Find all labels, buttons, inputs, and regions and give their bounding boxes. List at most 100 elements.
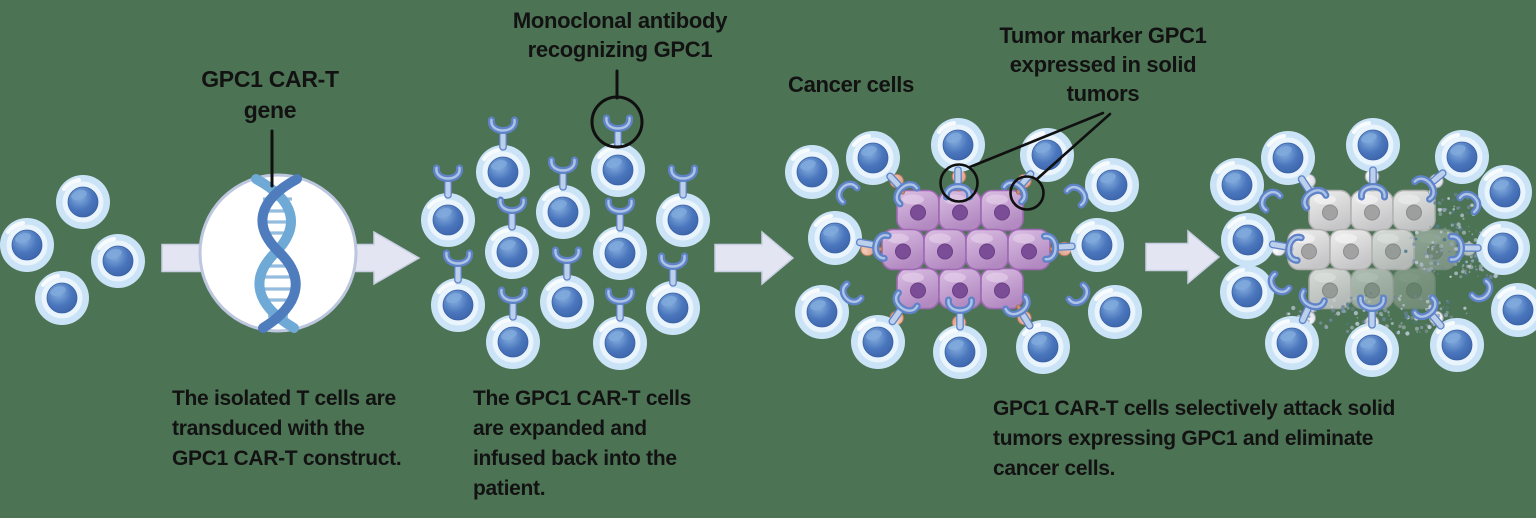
dissolve-particle	[1429, 261, 1433, 265]
dissolve-particle	[1400, 308, 1402, 310]
dissolve-particle	[1291, 306, 1295, 310]
dissolve-particle	[1425, 270, 1428, 273]
dissolve-particle	[1383, 308, 1387, 312]
dissolve-particle	[1363, 314, 1365, 316]
dissolve-particle	[1448, 250, 1451, 253]
dissolve-particle	[1462, 268, 1464, 270]
dissolve-particle	[1332, 298, 1336, 302]
dead-tumor-cell	[1309, 269, 1351, 309]
dissolve-particle	[1426, 300, 1430, 304]
dissolve-particle	[1440, 307, 1443, 310]
dissolve-particle	[1469, 271, 1471, 273]
dissolve-particle	[1420, 326, 1423, 329]
dissolve-particle	[1443, 238, 1447, 242]
dissolve-particle	[1439, 244, 1443, 248]
dissolve-particle	[1423, 268, 1425, 270]
dissolve-particle	[1477, 276, 1479, 278]
dissolve-particle	[1438, 202, 1441, 205]
car-receptor-icon	[608, 201, 631, 231]
dissolve-particle	[1341, 305, 1345, 309]
dissolve-particle	[1450, 242, 1454, 246]
tumor-cell	[897, 191, 939, 231]
dissolve-particle	[1453, 206, 1455, 208]
car-receptor-icon	[555, 250, 578, 280]
dissolve-particle	[1414, 295, 1417, 298]
dissolve-particle	[1442, 318, 1444, 320]
dissolve-particle	[1454, 249, 1455, 250]
dissolve-particle	[1453, 208, 1455, 210]
dissolve-particle	[1471, 260, 1473, 262]
dissolve-particle	[1446, 311, 1449, 314]
dissolve-particle	[1425, 329, 1429, 333]
dissolve-particle	[1458, 206, 1461, 209]
dissolve-particle	[1441, 198, 1444, 201]
car-receptor-icon	[1069, 285, 1091, 307]
dissolve-particle	[1405, 331, 1409, 335]
dissolve-particle	[1449, 212, 1452, 215]
dissolve-particle	[1482, 266, 1483, 267]
dissolve-particle	[1462, 218, 1464, 220]
car-t-cell	[1346, 118, 1400, 172]
dissolve-particle	[1472, 234, 1474, 236]
dissolve-particle	[1350, 326, 1354, 330]
dissolve-particle	[1442, 254, 1444, 256]
car-receptor-icon	[1472, 281, 1494, 303]
dissolve-particle	[1401, 322, 1403, 324]
dissolve-particle	[1462, 231, 1466, 235]
dissolve-particle	[1398, 325, 1402, 329]
dissolve-particle	[1489, 275, 1493, 279]
dissolve-particle	[1433, 247, 1435, 249]
dissolve-particle	[1438, 208, 1442, 212]
dissolve-particle	[1390, 318, 1392, 320]
dissolve-particle	[1388, 314, 1390, 316]
dissolve-particle	[1452, 198, 1455, 201]
dissolve-particle	[1437, 265, 1439, 267]
dissolve-particle	[1351, 307, 1355, 311]
car-t-cell	[593, 226, 647, 280]
dissolve-particle	[1346, 323, 1348, 325]
dissolve-particle	[1427, 246, 1429, 248]
car-t-cell	[1221, 213, 1275, 267]
dissolve-particle	[1398, 297, 1401, 300]
tumor-cell	[924, 230, 966, 270]
dissolve-particle	[1410, 237, 1412, 239]
car-t-cell	[591, 143, 645, 197]
car-t-cell	[1220, 265, 1274, 319]
dissolve-particle	[1444, 231, 1446, 233]
dissolve-particle	[1433, 241, 1437, 245]
dissolve-particle	[1415, 238, 1418, 241]
dissolve-particle	[1391, 322, 1394, 325]
dead-tumor-cell	[1330, 230, 1372, 270]
tumor-cell	[981, 269, 1023, 309]
car-receptor-icon	[551, 160, 574, 190]
dissolve-particle	[1357, 317, 1359, 319]
t-cell	[35, 271, 89, 325]
dissolve-particle	[1449, 276, 1451, 278]
dissolve-particle	[1454, 272, 1458, 276]
dissolve-particle	[1468, 265, 1471, 268]
car-t-cell	[1085, 158, 1139, 212]
dissolve-particle	[1398, 330, 1400, 332]
car-t-cell	[785, 145, 839, 199]
dissolve-particle	[1470, 256, 1472, 258]
car-t-cell	[1491, 283, 1536, 337]
dissolve-particle	[1429, 226, 1431, 228]
expanded-car-t-cell-cluster	[421, 118, 710, 370]
car-t-cell	[1070, 218, 1124, 272]
caption-step2: The GPC1 CAR-T cells are expanded and in…	[473, 384, 773, 504]
dissolve-particle	[1402, 304, 1405, 307]
gene-label: GPC1 CAR-T gene	[160, 64, 380, 126]
dissolve-particle	[1415, 231, 1419, 235]
dissolve-particle	[1442, 208, 1446, 212]
dissolve-particle	[1399, 295, 1401, 297]
dissolve-particle	[1340, 308, 1343, 311]
car-receptor-icon	[491, 120, 514, 150]
dissolve-particle	[1402, 325, 1406, 329]
dead-tumor-cell	[1309, 191, 1351, 231]
dissolve-particle	[1486, 274, 1488, 276]
car-receptor-icon	[446, 253, 469, 283]
car-t-cell	[1478, 165, 1532, 219]
dissolve-particle	[1467, 205, 1471, 209]
tumor-cell	[966, 230, 1008, 270]
